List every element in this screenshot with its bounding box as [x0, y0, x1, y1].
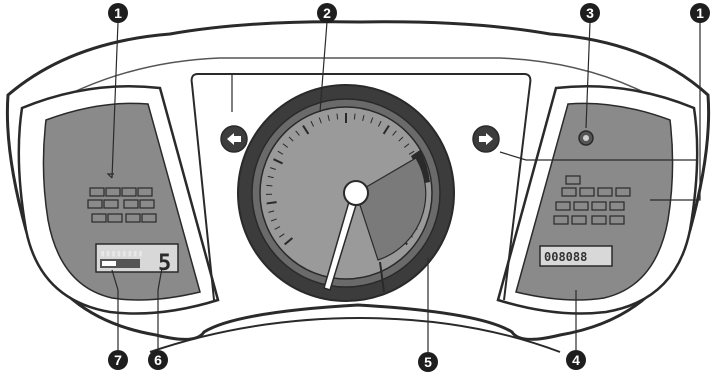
dial-tick [267, 175, 274, 179]
dial-tick [282, 143, 288, 148]
callout-1-right: 1 [690, 3, 710, 23]
svg-text:1: 1 [696, 5, 704, 21]
indicator-light-center [583, 135, 589, 141]
rpm-shaded-sector [355, 157, 427, 261]
dial-tick [273, 158, 283, 165]
dial-tick [266, 184, 273, 187]
dial-tick [327, 114, 330, 122]
svg-text:2: 2 [323, 5, 331, 21]
svg-text:4: 4 [572, 352, 580, 368]
needle-hub [343, 180, 369, 206]
dial-tick [408, 150, 415, 155]
dial-tick [274, 226, 281, 230]
odometer-reading: 008088 [544, 250, 587, 264]
callout-4: 4 [566, 350, 586, 370]
dial-tick [382, 124, 390, 135]
callout-5: 5 [418, 352, 438, 372]
dial-tick [404, 143, 410, 148]
dial-tick [279, 233, 285, 238]
dial-tick [398, 136, 404, 142]
leader-lines [106, 21, 701, 352]
dial-tick [266, 201, 277, 205]
dial-tick [277, 150, 284, 155]
callout-6: 6 [148, 350, 168, 370]
callout-1-left: 1 [108, 3, 128, 23]
callout-7: 7 [108, 350, 128, 370]
dial-tick [370, 117, 374, 124]
svg-text:5: 5 [424, 354, 432, 370]
odometer-lcd-window [539, 245, 613, 267]
dial-tick [295, 130, 300, 136]
dial-tick [353, 113, 356, 120]
cluster-lower-chin [149, 316, 561, 353]
lcd-fuel-bar [100, 259, 140, 268]
gear-indicator-digit: 5 [158, 251, 171, 276]
dial-tick [336, 113, 339, 120]
callout-3: 3 [580, 3, 600, 23]
dial-tick [377, 120, 382, 127]
dial-tick [284, 237, 294, 246]
dial-tick [288, 136, 294, 142]
right-segment-display [553, 175, 631, 225]
arrow-right-glyph [479, 133, 493, 145]
dial-tick [310, 120, 315, 127]
dial-tick [302, 124, 310, 135]
dial-tick [269, 167, 276, 170]
lcd-bar-graph: ▮▮▮▮▮▮▮▮ [100, 249, 143, 259]
dial-tick [362, 114, 365, 122]
svg-text:6: 6 [154, 352, 162, 368]
dial-tick [270, 218, 277, 222]
lcd-fuel-fill [102, 261, 116, 266]
turn-signal-frame [190, 73, 532, 301]
left-segment-display [87, 187, 157, 223]
housing-inner-ridge [39, 57, 677, 111]
arrow-left-glyph [227, 133, 241, 145]
callout-2: 2 [317, 3, 337, 23]
dial-tick [392, 130, 397, 136]
dial-tick [268, 210, 275, 213]
svg-text:3: 3 [586, 5, 594, 21]
svg-text:1: 1 [114, 5, 122, 21]
svg-text:7: 7 [114, 352, 122, 368]
dial-lower-divider [379, 261, 385, 293]
dial-tick [318, 117, 322, 124]
